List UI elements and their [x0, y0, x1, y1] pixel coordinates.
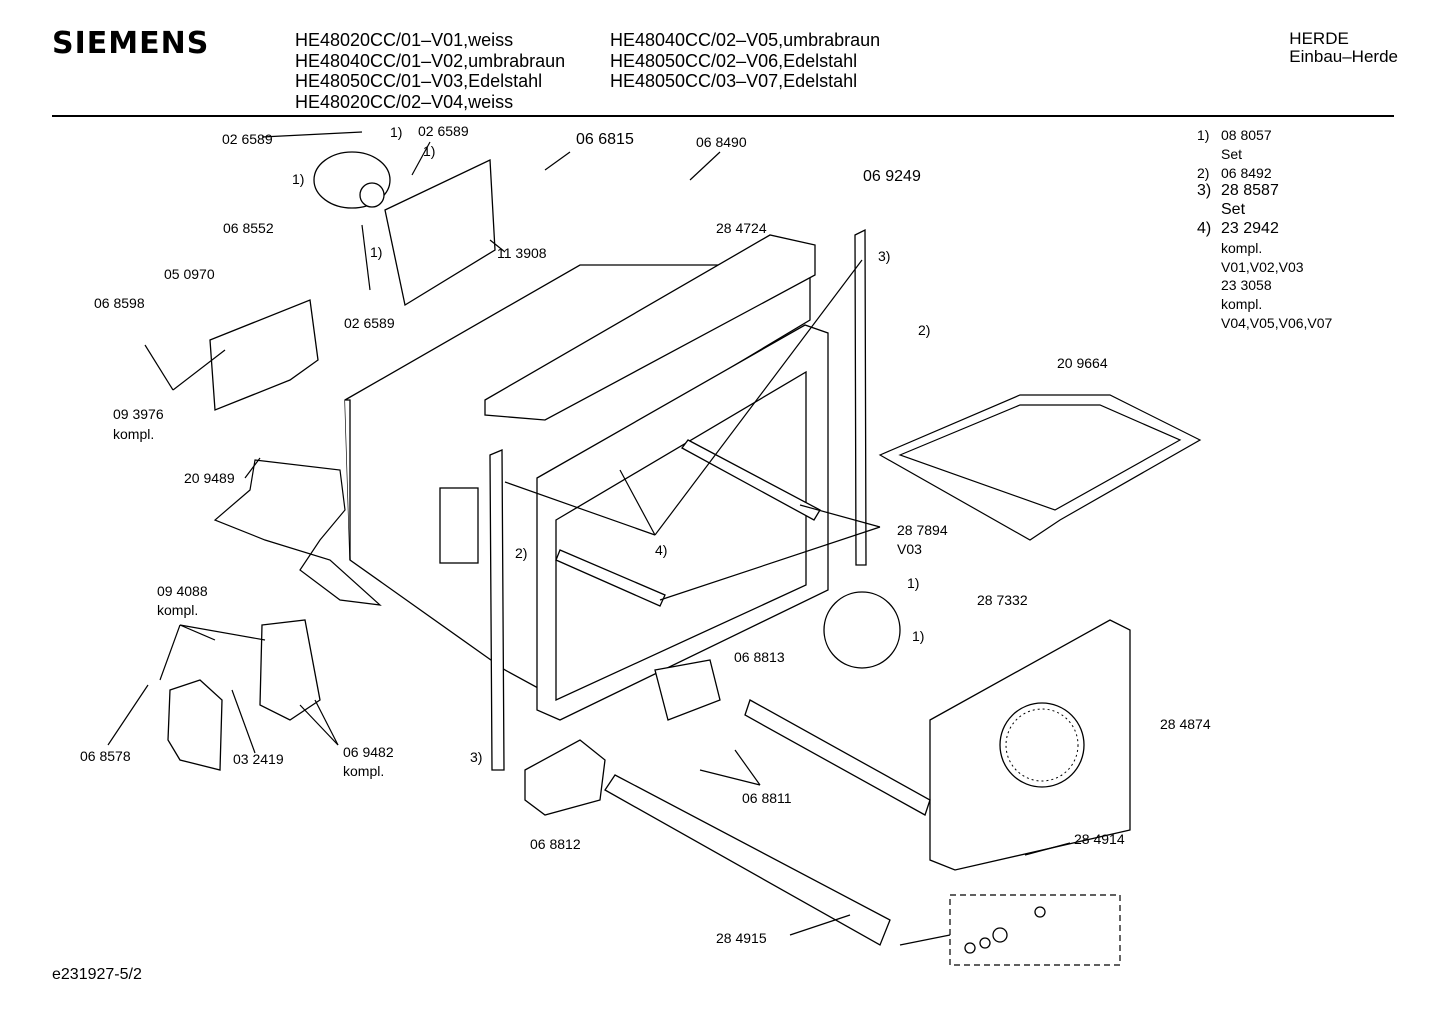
footnote-2: 2)06 8492	[1197, 164, 1272, 181]
part-label: kompl.	[157, 602, 198, 618]
rear-plate	[384, 158, 496, 307]
category: HERDE Einbau–Herde	[1289, 30, 1398, 66]
part-label: 06 8811	[742, 790, 792, 806]
drawing-id: e231927-5/2	[52, 966, 142, 983]
side-rail-left	[489, 449, 505, 771]
part-label: 20 9664	[1057, 355, 1108, 371]
model-list-1: HE48020CC/01–V01,weiss HE48040CC/01–V02,…	[295, 30, 565, 112]
footnote-4-line: V01,V02,V03	[1221, 258, 1304, 275]
brand-logo: SIEMENS	[52, 26, 210, 61]
model-entry: HE48020CC/01–V01,weiss	[295, 30, 514, 50]
model-entry: HE48050CC/02–V06,Edelstahl	[610, 50, 858, 71]
footnotes: 1)08 8057 Set 2)06 8492 3)28 8587 Set 4)…	[1197, 126, 1332, 333]
part-label: 06 8812	[530, 836, 581, 852]
model-list-2: HE48040CC/02–V05,umbrabraun HE48050CC/02…	[610, 30, 880, 92]
screw-kit-box	[949, 894, 1121, 966]
lamp-cover	[167, 679, 223, 771]
side-rail-right	[854, 228, 867, 566]
lamp-gasket	[259, 619, 321, 721]
footnote-3: 3)28 8587	[1197, 182, 1279, 200]
part-label: 11 3908	[497, 245, 547, 261]
telescopic-rail-lower	[604, 774, 891, 946]
part-label: 09 3976	[113, 406, 164, 422]
part-label: 02 6589	[418, 123, 469, 139]
model-entry: HE48050CC/03–V07,Edelstahl	[610, 71, 858, 91]
part-label: 06 8552	[223, 220, 274, 236]
part-label: 06 8578	[80, 748, 131, 764]
housing-window	[439, 487, 479, 564]
footnote-4-line: V04,V05,V06,V07	[1221, 314, 1333, 331]
part-label: 06 8598	[94, 295, 145, 311]
footnote-1-line: Set	[1221, 145, 1243, 162]
marker-label: 1)	[292, 171, 304, 187]
part-label: 28 4914	[1074, 831, 1125, 847]
marker-label: 1)	[423, 143, 435, 159]
part-label: 06 9249	[863, 168, 921, 185]
top-trim-panel	[484, 234, 816, 421]
footnote-4-line: kompl.	[1221, 296, 1263, 313]
screw-parts	[964, 906, 1046, 954]
header-divider	[52, 115, 1394, 117]
part-label: 05 0970	[164, 266, 215, 282]
fan-motor	[313, 151, 391, 209]
footnote-4: 4)23 2942	[1197, 219, 1279, 237]
part-label: 03 2419	[233, 751, 284, 767]
part-label: 28 7894	[897, 522, 948, 538]
marker-label: 2)	[515, 545, 527, 561]
marker-label: 2)	[918, 322, 930, 338]
hinge-bracket-lower	[524, 739, 606, 816]
footnote-4-line: kompl.	[1221, 239, 1263, 256]
marker-label: 1)	[370, 244, 382, 260]
part-label: kompl.	[113, 426, 154, 442]
part-label: 28 7332	[977, 592, 1028, 608]
marker-label: 1)	[907, 575, 919, 591]
footnote-4-line: 23 3058	[1221, 277, 1272, 294]
model-entry: HE48020CC/02–V04,weiss	[295, 91, 514, 112]
rear-cover	[929, 619, 1131, 871]
part-label: 09 4088	[157, 583, 208, 599]
part-label: V03	[897, 541, 922, 557]
part-label: 02 6589	[222, 131, 273, 147]
telescopic-rail-upper	[744, 699, 931, 816]
shelf-runner-upper	[681, 439, 821, 521]
hinge-bracket	[654, 659, 721, 721]
leader-lines	[107, 131, 1071, 946]
model-entry: HE48050CC/01–V03,Edelstahl	[295, 71, 543, 91]
part-label: kompl.	[343, 763, 384, 779]
marker-label: 4)	[655, 542, 667, 558]
part-label: 06 8490	[696, 134, 747, 150]
part-labels: 02 6589 1) 02 6589 1) 1) 06 6815 06 8490…	[80, 123, 1211, 946]
top-heating-element	[878, 394, 1202, 541]
footnote-3-line: Set	[1221, 201, 1246, 219]
category-subtitle: Einbau–Herde	[1289, 47, 1398, 66]
footnote-1: 1)08 8057	[1197, 127, 1272, 143]
marker-label: 3)	[470, 749, 482, 765]
part-label: 28 4915	[716, 930, 767, 946]
part-label: 06 6815	[576, 131, 634, 148]
part-label: 28 4724	[716, 220, 767, 236]
part-label: 06 9482	[343, 744, 394, 760]
ring-heating-element	[213, 459, 382, 606]
marker-label: 3)	[878, 248, 890, 264]
model-entry: HE48040CC/02–V05,umbrabraun	[610, 30, 881, 50]
part-label: 06 8813	[734, 649, 785, 665]
shelf-runner-lower	[555, 549, 666, 607]
front-frame	[536, 324, 829, 721]
bracket-plate	[209, 299, 319, 411]
marker-label: 1)	[912, 628, 924, 644]
part-label: 20 9489	[184, 470, 235, 486]
marker-label: 1)	[390, 124, 402, 140]
fan-wheel	[823, 591, 901, 669]
part-label: 02 6589	[344, 315, 395, 331]
part-label: 28 4874	[1160, 716, 1211, 732]
model-entry: HE48040CC/01–V02,umbrabraun	[295, 50, 566, 71]
category-title: HERDE	[1289, 29, 1349, 48]
